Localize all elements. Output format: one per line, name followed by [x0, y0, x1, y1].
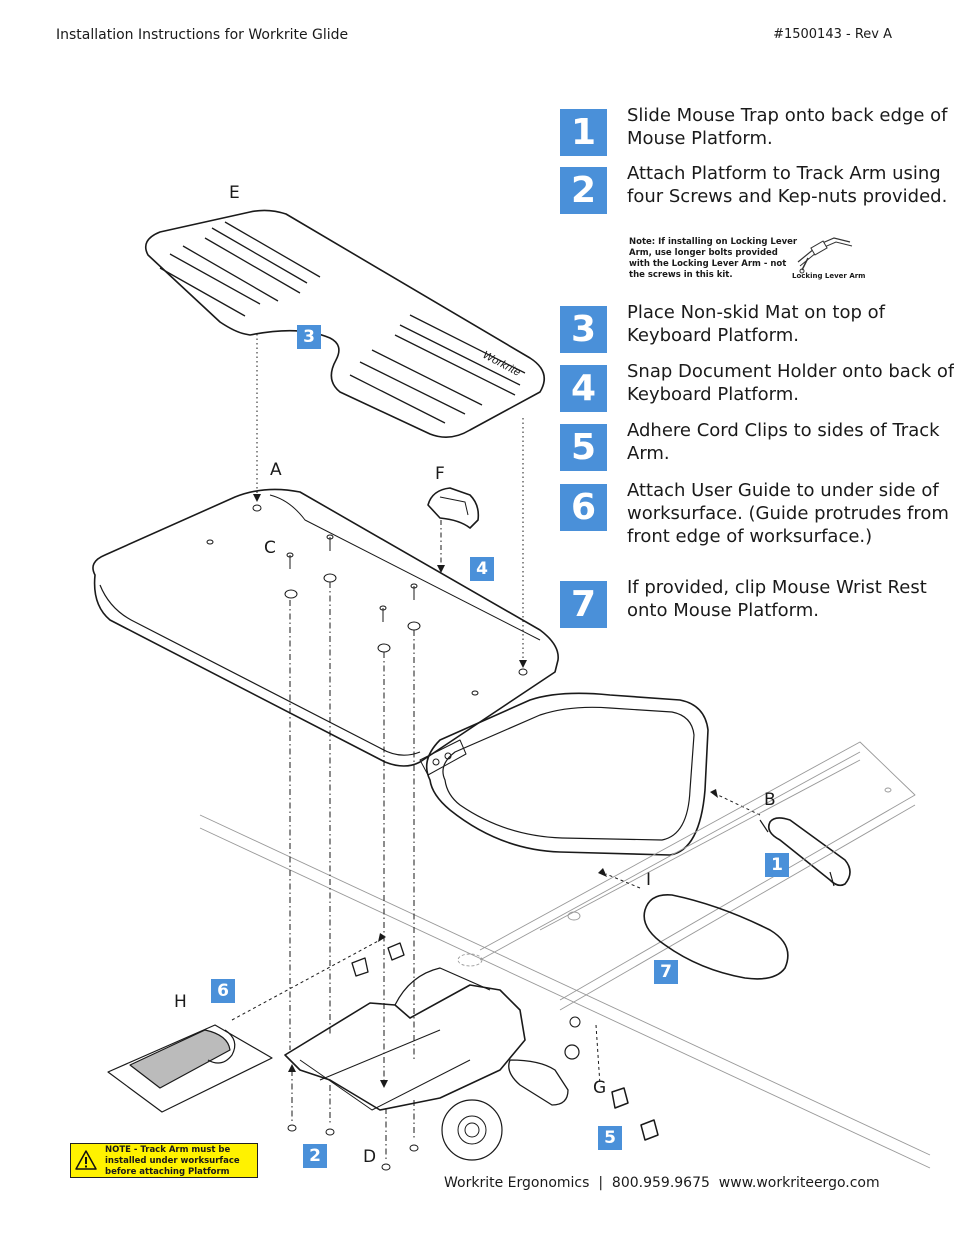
mouse-wrist-rest: [643, 893, 789, 980]
warning-text: NOTE - Track Arm must be installed under…: [105, 1145, 240, 1177]
step-number: 2: [560, 167, 607, 214]
callout-cord-clips: 5: [598, 1126, 622, 1150]
cord-clip: [611, 1087, 629, 1109]
kep-nut-detail: [441, 1099, 503, 1161]
mat-slots: [159, 221, 526, 424]
mouse-trap: [767, 817, 851, 887]
step-number: 5: [560, 424, 607, 471]
screw-guide-lines: [289, 582, 415, 1160]
step-number: 3: [560, 306, 607, 353]
warning-icon: [75, 1150, 97, 1170]
callout-mouse-trap: 1: [765, 853, 789, 877]
step-text: If provided, clip Mouse Wrist Rest onto …: [627, 577, 927, 621]
step-text: Slide Mouse Trap onto back edge of Mouse…: [627, 105, 948, 149]
step-number: 4: [560, 365, 607, 412]
callout-mat: 3: [297, 325, 321, 349]
platform-holes: [206, 504, 528, 696]
step-text: Snap Document Holder onto back of Keyboa…: [627, 361, 954, 405]
callout-document-holder: 4: [470, 557, 494, 581]
non-skid-mat: [144, 209, 546, 438]
part-label-d: D: [363, 1147, 377, 1167]
step-number: 6: [560, 484, 607, 531]
mouse-platform: [425, 692, 709, 856]
mat-logo: Workrite: [481, 349, 523, 379]
part-label-h: H: [174, 992, 187, 1012]
footer-contact: Workrite Ergonomics | 800.959.9675 www.w…: [444, 1175, 880, 1191]
step-text: Attach Platform to Track Arm using four …: [627, 163, 948, 207]
screws: [286, 534, 418, 622]
kep-nuts: [287, 1124, 419, 1171]
document-title: Installation Instructions for Workrite G…: [56, 27, 349, 43]
callout-wrist-rest: 7: [654, 960, 678, 984]
step-number: 7: [560, 581, 607, 628]
callout-user-guide: 6: [211, 979, 235, 1003]
track-arm: [199, 741, 931, 1169]
step-text: Place Non-skid Mat on top of Keyboard Pl…: [627, 302, 885, 346]
user-guide: [107, 1024, 273, 1113]
locking-lever-arm-caption: Locking Lever Arm: [792, 272, 866, 280]
document-number: #1500143 - Rev A: [773, 27, 892, 42]
locking-lever-arm-illustration: [797, 237, 853, 274]
step-number: 1: [560, 109, 607, 156]
keyboard-platform: [92, 488, 559, 767]
document-holder: [427, 487, 480, 529]
part-label-c: C: [264, 538, 276, 558]
step-2-note: Note: If installing on Locking Lever Arm…: [629, 237, 798, 280]
step-text: Adhere Cord Clips to sides of Track Arm.: [627, 420, 940, 464]
warning-note: NOTE - Track Arm must be installed under…: [70, 1143, 258, 1178]
part-label-i: I: [646, 870, 652, 890]
part-label-g: G: [593, 1078, 607, 1098]
callout-screws: 2: [303, 1144, 327, 1168]
part-label-a: A: [270, 460, 282, 480]
part-label-e: E: [229, 183, 240, 203]
cord-clip: [640, 1119, 659, 1141]
arm-mechanism: [284, 984, 526, 1111]
part-label-b: B: [764, 790, 776, 810]
step-text: Attach User Guide to under side of works…: [627, 480, 949, 547]
part-label-f: F: [435, 464, 445, 484]
